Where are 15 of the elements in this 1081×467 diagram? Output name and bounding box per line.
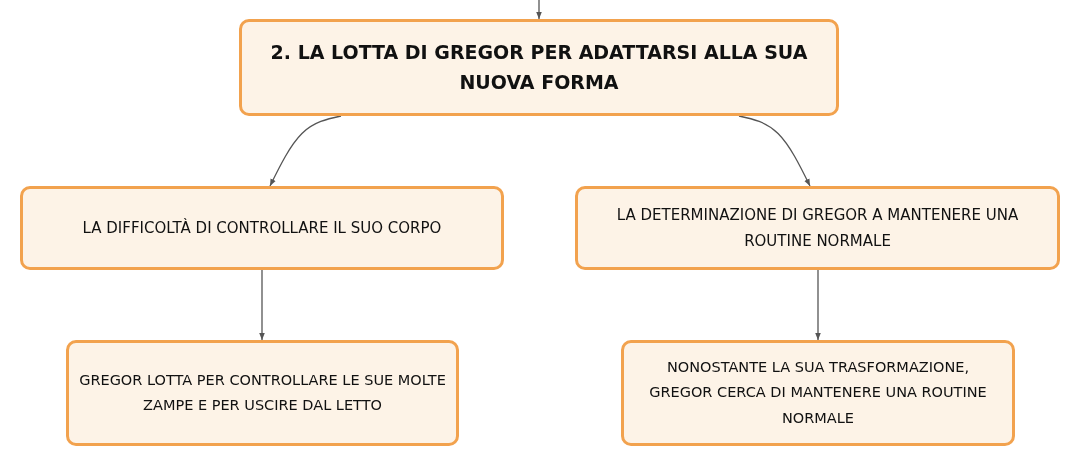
topic-text: LA DIFFICOLTÀ DI CONTROLLARE IL SUO CORPO — [82, 217, 442, 239]
topic-box — [621, 340, 1015, 446]
connector-arrow — [259, 269, 265, 341]
topic-box — [20, 186, 504, 270]
connector-arrow — [269, 115, 342, 187]
topic-box — [66, 340, 459, 446]
connector-arrow — [536, 0, 542, 20]
connector-arrow — [815, 269, 821, 341]
topic-box — [239, 19, 839, 116]
connector-arrow — [738, 115, 811, 187]
topic-box — [575, 186, 1060, 270]
topic-title: 2. LA LOTTA DI GREGOR PER ADATTARSI ALLA SUA NUOVA FORMA — [269, 40, 809, 95]
topic-text: GREGOR LOTTA PER CONTROLLARE LE SUE MOLTE ZAMPE E PER USCIRE DAL LETTO — [79, 370, 446, 415]
topic-text: NONOSTANTE LA SUA TRASFORMAZIONE, GREGOR CERCA DI MANTENERE UNA ROUTINE NORMALE — [648, 357, 988, 428]
topic-text: LA DETERMINAZIONE DI GREGOR A MANTENERE UNA ROUTINE NORMALE — [615, 204, 1020, 252]
